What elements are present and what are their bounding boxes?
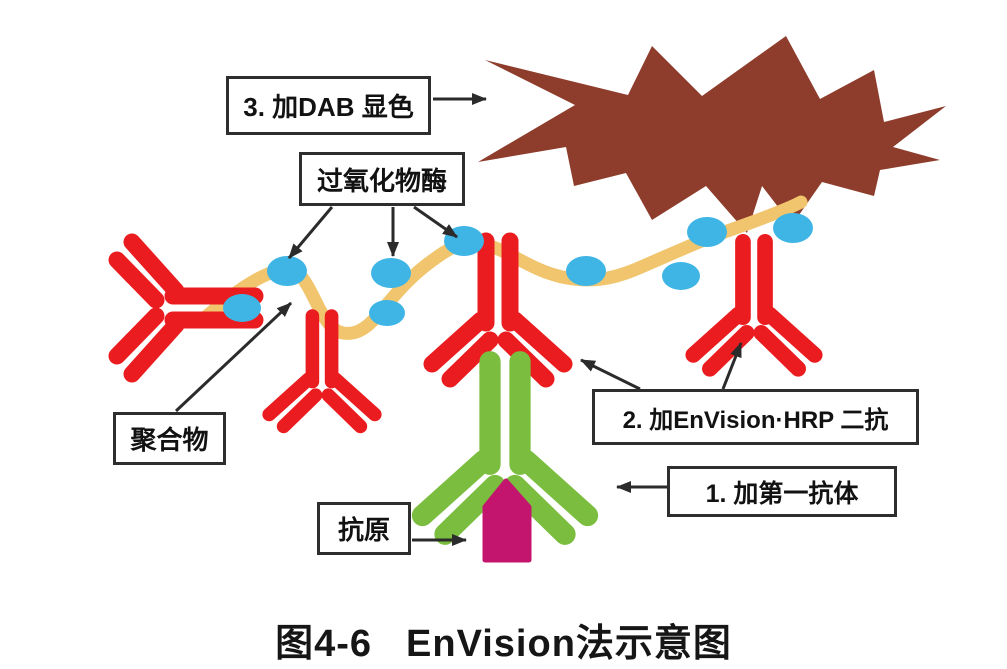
peroxidase-dot [371, 258, 411, 288]
arrow-step2-to-center-antibody [580, 358, 641, 391]
arrow-polymer-pointer [174, 301, 293, 413]
label-polymer-text: 聚合物 [130, 425, 209, 455]
label-step1-primary-antibody: 1. 加第一抗体 [667, 466, 897, 517]
figure-title: EnVision法示意图 [406, 623, 732, 665]
label-step2-envision-hrp: 2. 加EnVision·HRP 二抗 [592, 389, 919, 445]
arrow-peroxidase-left [287, 206, 334, 259]
label-peroxidase-text: 过氧化物酶 [316, 165, 447, 196]
figure-caption: 图4-6 EnVision法示意图 [0, 612, 1007, 667]
peroxidase-dot [662, 262, 700, 290]
label-peroxidase: 过氧化物酶 [299, 152, 465, 206]
peroxidase-dot [687, 217, 727, 247]
arrow-step2-to-right-antibody [721, 342, 743, 390]
label-antigen: 抗原 [317, 502, 411, 555]
label-polymer: 聚合物 [113, 412, 226, 465]
arrow-peroxidase-right [413, 205, 458, 239]
label-step1-text: 1. 加第一抗体 [705, 479, 859, 508]
label-antigen-text: 抗原 [337, 515, 390, 545]
antigen-shape [482, 478, 532, 563]
peroxidase-dot [566, 256, 606, 286]
label-step2-text: 2. 加EnVision·HRP 二抗 [622, 406, 889, 434]
dab-burst-shape [478, 36, 946, 233]
peroxidase-dot [773, 213, 813, 243]
secondary-antibody-right [693, 242, 814, 369]
label-step3-dab-text: 3. 加DAB 显色 [243, 92, 414, 122]
label-step3-dab: 3. 加DAB 显色 [226, 76, 431, 135]
figure-number: 图4-6 [275, 623, 373, 665]
peroxidase-dot [267, 256, 307, 286]
peroxidase-dot [369, 300, 405, 326]
peroxidase-dot [223, 294, 261, 322]
